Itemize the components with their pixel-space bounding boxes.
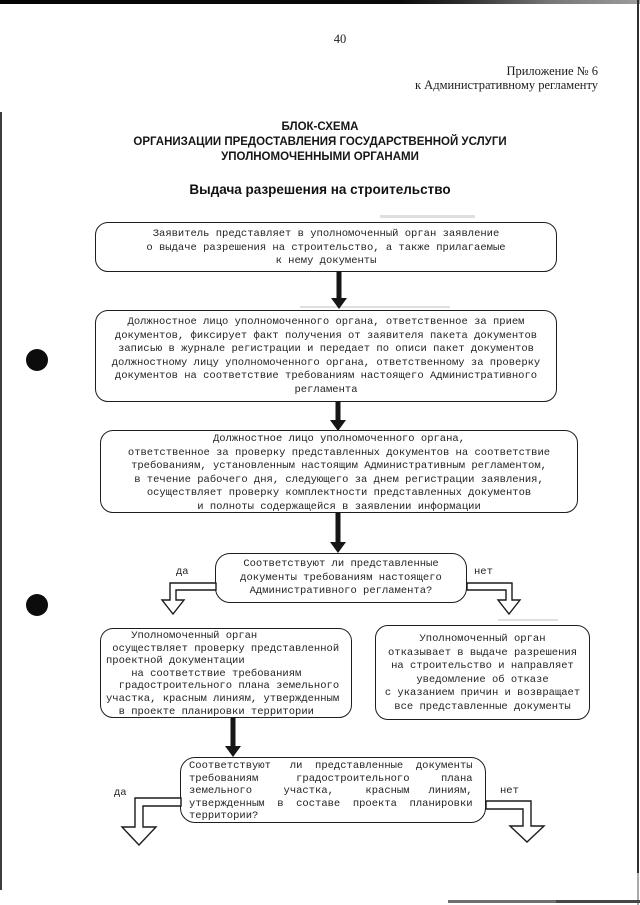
flow-box-line: все представленные документы <box>394 700 571 713</box>
flow-box-line: требованиям градостроительного плана <box>189 772 473 785</box>
flow-box-line: территории? <box>189 810 259 823</box>
flow-box-line: документы требованиям настоящего <box>240 571 442 584</box>
flow-box-line: Административного регламента? <box>249 585 433 597</box>
hollow-branch-arrow-left-icon <box>120 797 182 847</box>
flow-box-line: проектной документации <box>106 655 245 668</box>
title-line-3: УПОЛНОМОЧЕННЫМИ ОРГАНАМИ <box>221 151 419 163</box>
hollow-branch-arrow-right-icon <box>485 800 546 843</box>
flow-box-line: и полноты содержащейся в заявлении инфор… <box>197 500 481 513</box>
punch-hole-bottom <box>26 594 48 616</box>
branch-label-no: нет <box>474 566 493 578</box>
flow-box-line: должностному лицу уполномоченного органа… <box>111 356 541 369</box>
down-arrow-icon <box>225 717 241 758</box>
flow-box-line: Заявитель представляет в уполномоченный … <box>152 228 500 240</box>
flow-box-line: требованиям, установленным настоящим Адм… <box>131 460 547 472</box>
flow-box-line: градостроительного плана земельного <box>106 680 340 693</box>
appendix-reference: Приложение № 6 к Административному регла… <box>415 64 598 92</box>
branch-label-yes: да <box>176 566 189 578</box>
down-arrow-icon <box>330 401 346 431</box>
flow-box-line: Соответствуют ли представленные документ… <box>189 760 473 772</box>
scan-edge-left <box>0 112 2 890</box>
appendix-line-1: Приложение № 6 <box>506 64 598 78</box>
scan-artifact-bottom <box>448 900 640 903</box>
scan-smudge <box>380 215 475 218</box>
scan-edge-right-lower <box>637 873 639 905</box>
flow-box-line: в проекте планировки территории <box>106 705 314 718</box>
scan-smudge <box>498 619 558 621</box>
flow-box-line: на строительство и направляет <box>391 660 574 672</box>
down-arrow-icon <box>330 512 346 553</box>
flow-box-line: о выдаче разрешения на строительство, а … <box>146 241 506 254</box>
hollow-branch-arrow-right-icon <box>466 582 522 616</box>
flow-box-project-check: Уполномоченный орган осуществляет провер… <box>100 628 352 718</box>
flow-box-line: документов, фиксирует факт получения от … <box>114 329 538 342</box>
flow-box-line: регламента <box>294 383 358 396</box>
flow-box-application: Заявитель представляет в уполномоченный … <box>95 222 557 272</box>
flow-box-line: с указанием причин и возвращает <box>384 687 581 699</box>
document-title: БЛОК-СХЕМА ОРГАНИЗАЦИИ ПРЕДОСТАВЛЕНИЯ ГО… <box>0 120 640 165</box>
scan-edge-top <box>0 0 640 4</box>
title-line-2: ОРГАНИЗАЦИИ ПРЕДОСТАВЛЕНИЯ ГОСУДАРСТВЕНН… <box>133 136 507 148</box>
flow-box-line: участка, красным линиям, утвержденным <box>106 692 340 705</box>
flow-decision-compliance: Соответствуют ли представленные документ… <box>215 553 467 603</box>
branch-label-yes: да <box>114 787 127 799</box>
flow-box-line: Уполномоченный орган <box>106 630 258 642</box>
branch-label-no: нет <box>500 785 519 797</box>
flow-box-line: Должностное лицо уполномоченного органа, <box>212 433 466 445</box>
appendix-line-2: к Административному регламенту <box>414 78 598 92</box>
flow-box-line: Уполномоченный орган <box>419 633 546 645</box>
flow-box-line: на соответствие требованиям <box>106 667 302 680</box>
flow-box-line: осуществляет проверку комплектности пред… <box>146 487 532 499</box>
flow-decision-town-plan: Соответствуют ли представленные документ… <box>180 757 486 823</box>
scan-smudge <box>300 306 450 308</box>
flow-box-registration: Должностное лицо уполномоченного органа,… <box>95 310 557 402</box>
punch-hole-top <box>26 349 48 371</box>
flow-box-line: осуществляет проверку представленной <box>106 642 340 655</box>
scan-edge-right <box>637 0 639 873</box>
down-arrow-icon <box>331 271 347 309</box>
flow-box-line: записью в журнале регистрации и передает… <box>118 343 534 355</box>
flow-box-verification: Должностное лицо уполномоченного органа,… <box>100 430 578 513</box>
hollow-branch-arrow-left-icon <box>160 582 217 616</box>
flow-box-line: документов на соответствие требованиям н… <box>114 370 538 382</box>
flow-box-line: к нему документы <box>275 255 377 267</box>
flow-box-line: утвержденным в составе проекта планировк… <box>189 797 473 810</box>
flow-box-line: отказывает в выдаче разрешения <box>387 646 578 659</box>
page-number: 40 <box>333 32 347 46</box>
flow-box-line: Должностное лицо уполномоченного органа,… <box>127 316 525 328</box>
title-line-1: БЛОК-СХЕМА <box>281 121 359 133</box>
document-subtitle: Выдача разрешения на строительство <box>189 182 451 197</box>
flow-box-line: ответственное за проверку представленных… <box>127 446 551 459</box>
flow-box-refusal: Уполномоченный орган отказывает в выдаче… <box>375 625 590 720</box>
flow-box-line: Соответствуют ли представленные <box>243 558 439 570</box>
scan-artifact-bottom-dark <box>556 900 640 903</box>
flow-box-line: в течение рабочего дня, следующего за дн… <box>134 473 544 486</box>
flow-box-line: земельного участка, красным линиям, <box>189 785 473 798</box>
flow-box-line: уведомление об отказе <box>416 673 549 686</box>
